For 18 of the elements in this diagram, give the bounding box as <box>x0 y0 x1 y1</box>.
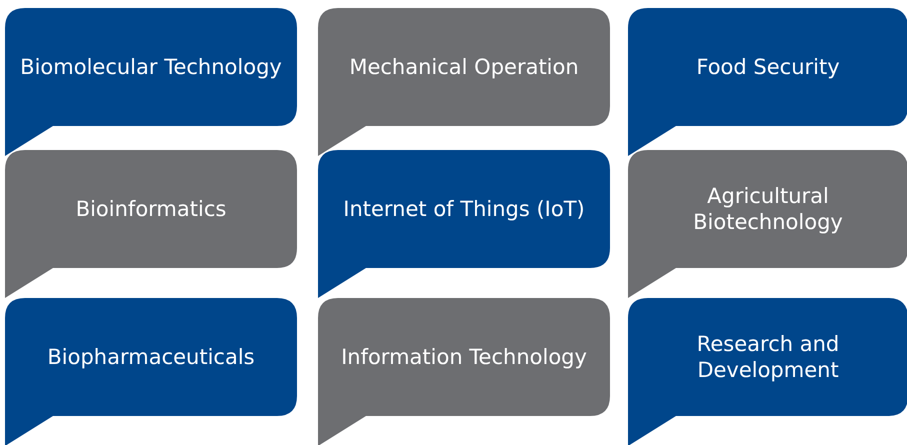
speech-bubble <box>628 298 907 445</box>
bubble-text: Food Security <box>696 54 840 80</box>
speech-bubble <box>318 8 610 156</box>
speech-bubble <box>5 8 297 156</box>
bubble-text: Information Technology <box>341 344 587 370</box>
speech-bubble <box>318 150 610 298</box>
bubble-text: Internet of Things (IoT) <box>343 196 585 222</box>
bubble-text: Mechanical Operation <box>349 54 579 80</box>
bubble-text: Research and Development <box>696 331 840 383</box>
speech-bubble <box>318 298 610 445</box>
bubble-text: Agricultural Biotechnology <box>692 183 844 235</box>
speech-bubble <box>5 298 297 445</box>
bubble-text: Bioinformatics <box>76 196 226 222</box>
speech-bubble <box>628 150 907 298</box>
speech-bubble <box>628 8 907 156</box>
bubble-text: Biomolecular Technology <box>20 54 282 80</box>
bubble-text: Biopharmaceuticals <box>47 344 255 370</box>
speech-bubble <box>5 150 297 298</box>
